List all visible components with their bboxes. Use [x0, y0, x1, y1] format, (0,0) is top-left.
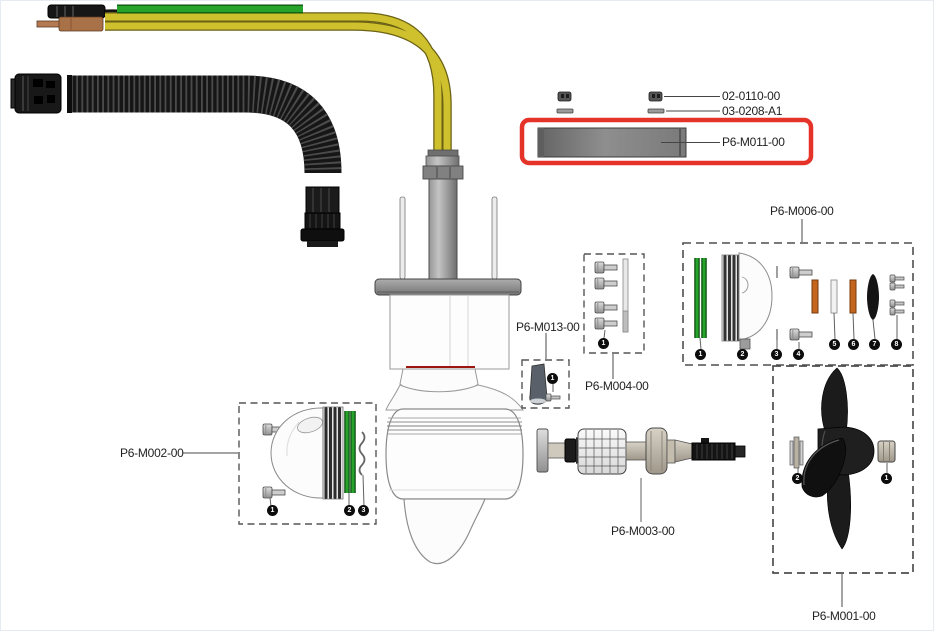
item-badge: 1 — [598, 338, 609, 349]
group-box-screw-kit — [583, 253, 645, 379]
fastener-callout-parts — [556, 91, 720, 114]
item-badge: 1 — [881, 473, 892, 484]
label-front-cover-kit[interactable]: P6-M002-00 — [120, 446, 184, 460]
rotor-shaft-assembly — [536, 427, 746, 522]
item-badge: 2 — [792, 473, 803, 484]
cable-connector-plug — [10, 73, 62, 114]
item-badge: 1 — [695, 349, 706, 360]
item-badge: 4 — [793, 349, 804, 360]
item-badge: 6 — [848, 339, 859, 350]
label-anode-plate[interactable]: P6-M011-00 — [722, 135, 785, 149]
item-badge: 8 — [891, 339, 902, 350]
anode-plate-part — [537, 127, 720, 158]
item-badge: 1 — [547, 373, 558, 384]
highlight-box — [519, 117, 814, 166]
label-screw-kit[interactable]: P6-M004-00 — [585, 379, 649, 393]
label-rotor-assembly[interactable]: P6-M003-00 — [611, 524, 675, 538]
corrugated-conduit-hose — [67, 75, 345, 247]
label-end-cover-kit[interactable]: P6-M006-00 — [770, 204, 834, 218]
item-badge: 2 — [737, 349, 748, 360]
item-badge: 3 — [771, 349, 782, 360]
group-box-front-cover — [183, 402, 377, 525]
item-badge: 2 — [344, 505, 355, 516]
label-propeller-kit[interactable]: P6-M001-00 — [812, 609, 876, 623]
power-cable-assembly — [36, 4, 452, 153]
item-badge: 3 — [358, 505, 369, 516]
group-box-end-cover — [682, 219, 914, 366]
label-screw-nut[interactable]: 02-0110-00 — [722, 89, 780, 103]
item-badge: 5 — [829, 339, 840, 350]
label-trim-anode[interactable]: P6-M013-00 — [516, 320, 580, 334]
item-badge: 7 — [869, 339, 880, 350]
motor-mast-and-pod — [374, 149, 524, 565]
group-box-trim-anode — [521, 333, 570, 409]
item-badge: 1 — [267, 505, 278, 516]
label-washer[interactable]: 03-0208-A1 — [722, 104, 783, 118]
group-box-propeller — [772, 365, 914, 607]
